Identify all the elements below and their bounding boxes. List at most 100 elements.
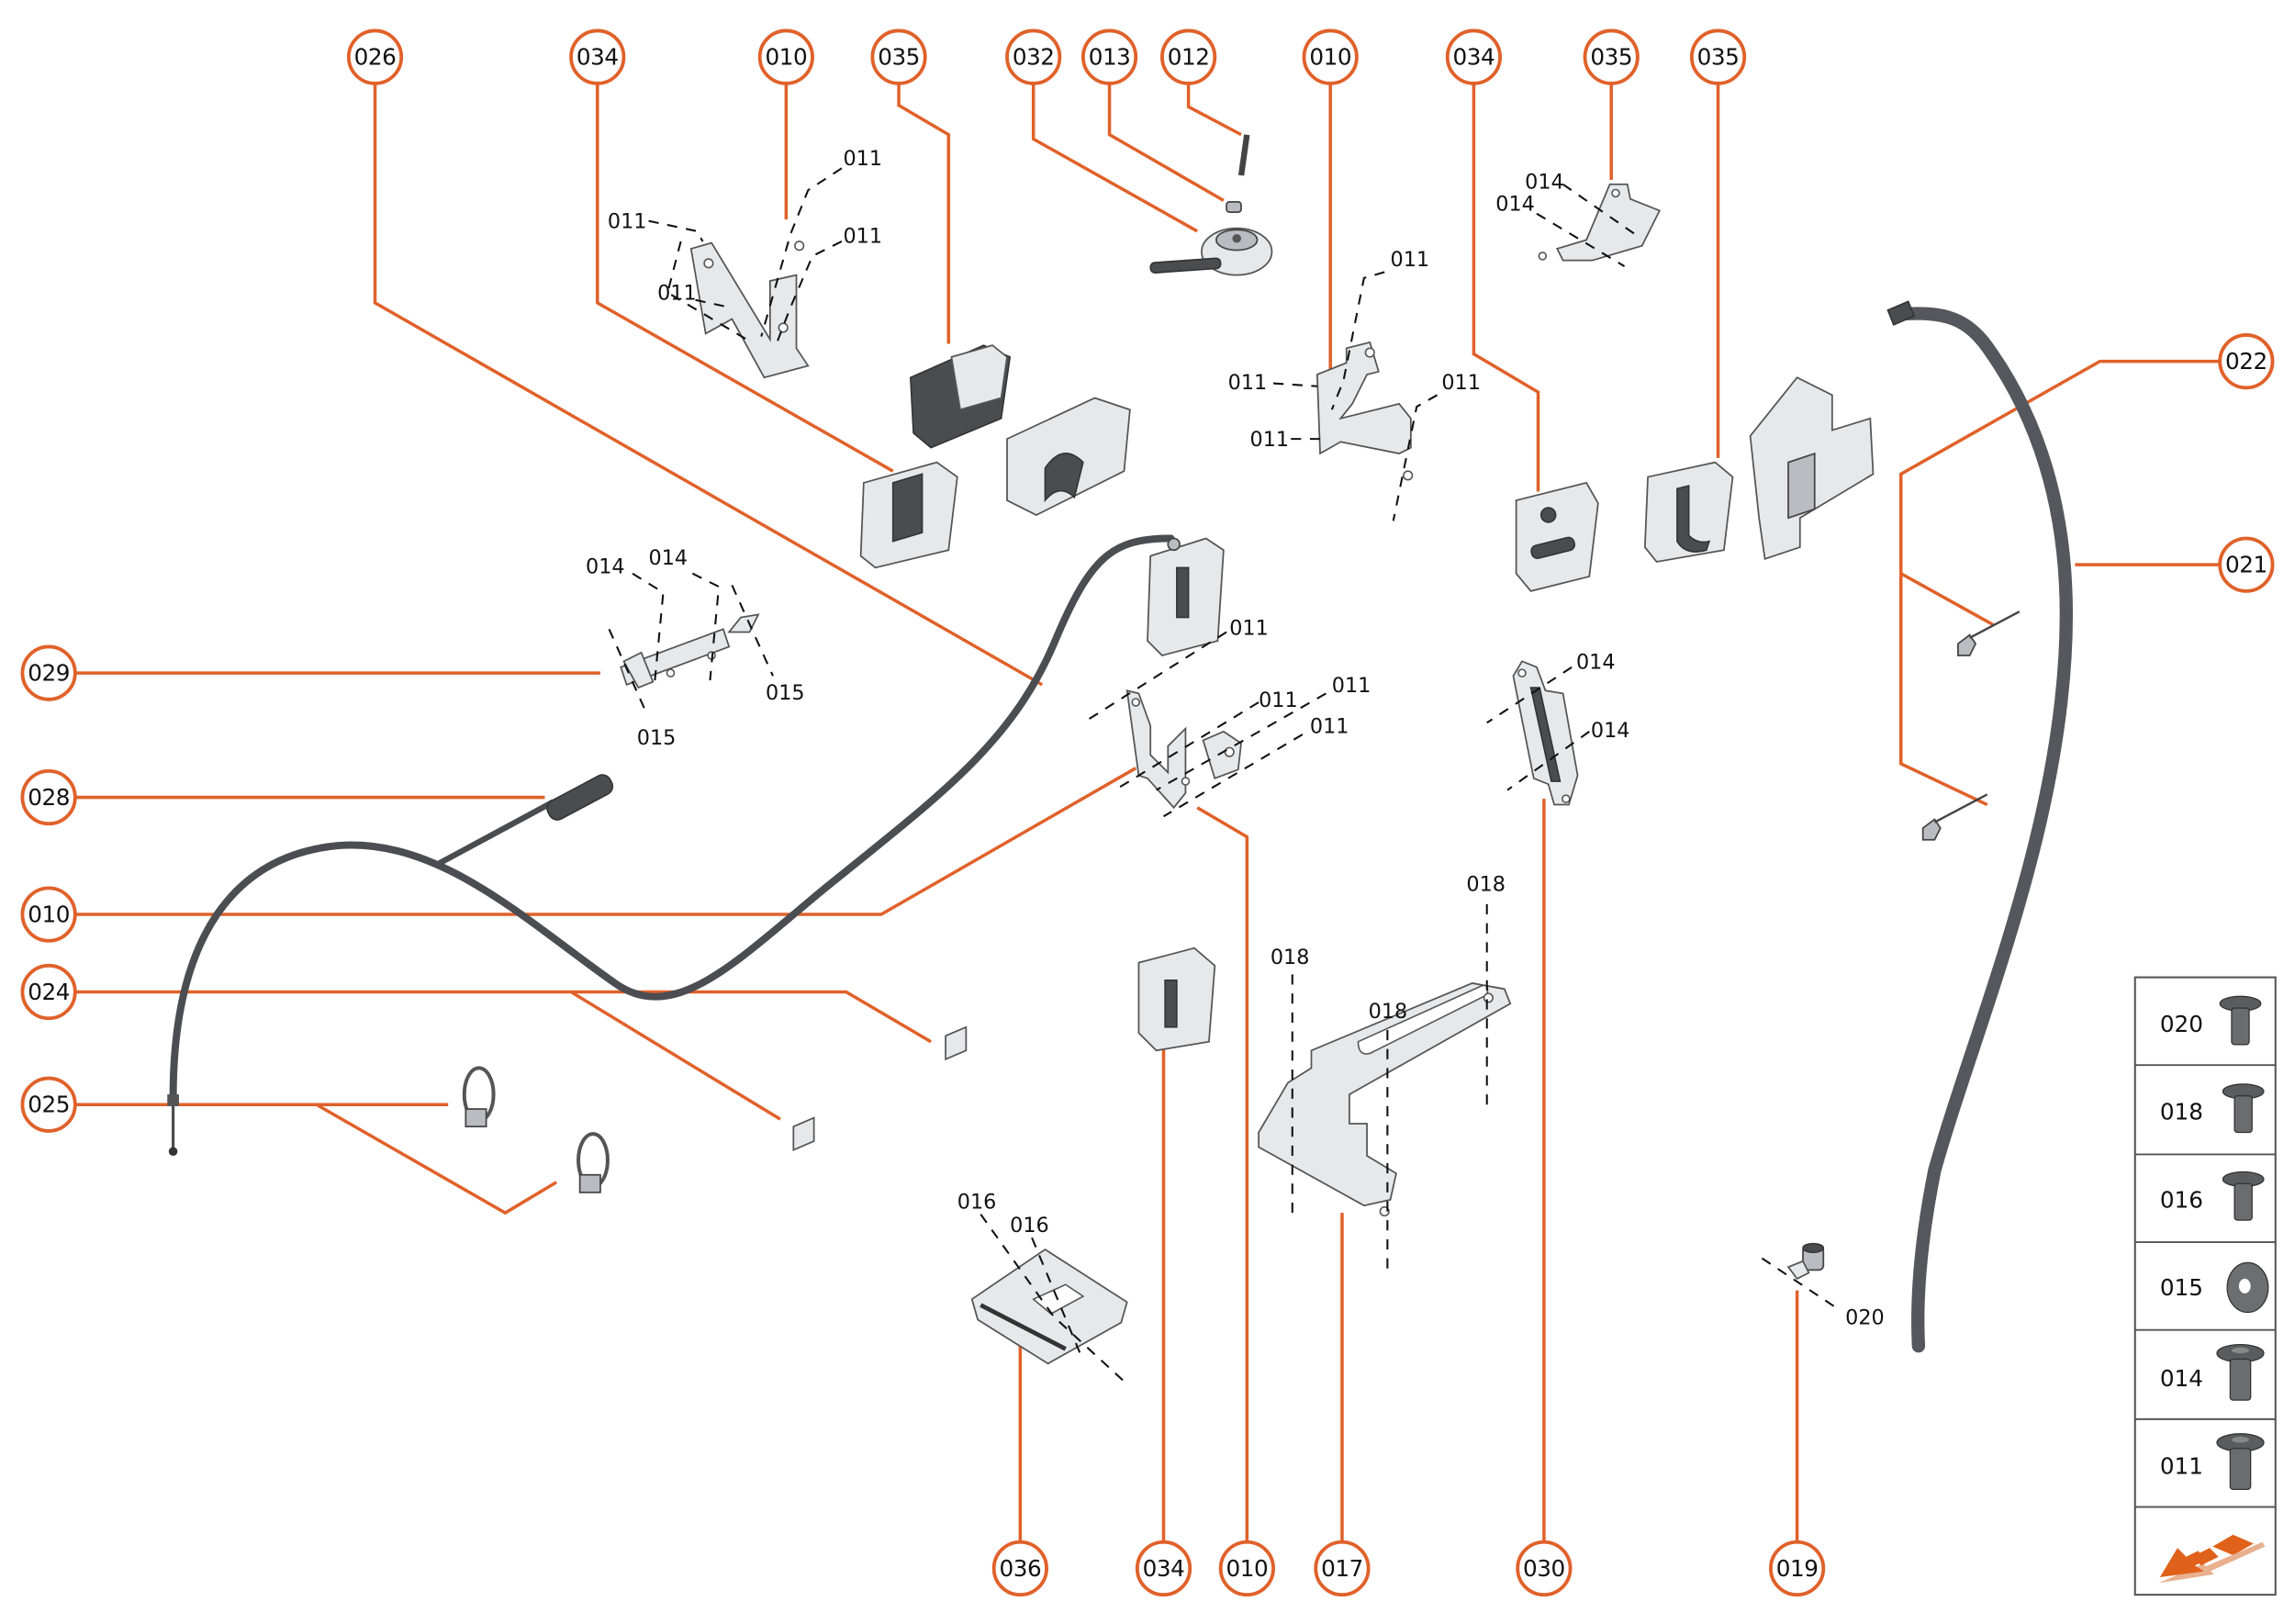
svg-text:034: 034: [1143, 1555, 1185, 1582]
svg-text:016: 016: [2160, 1186, 2203, 1213]
flange-screw-icon: [2222, 1083, 2265, 1134]
callout-013[interactable]: 013: [1080, 28, 1138, 85]
latch-housing-034-top-left: [859, 461, 958, 569]
svg-text:024: 024: [28, 979, 70, 1005]
callout-034[interactable]: 034: [1445, 28, 1502, 85]
fastener-labels: 011 011 011 011 011 011 011 011 014 014 …: [586, 147, 1885, 1329]
leader-034-top-right: [1472, 83, 1540, 492]
callout-010[interactable]: 010: [20, 886, 77, 943]
cables: [167, 300, 2074, 1353]
svg-text:029: 029: [28, 660, 70, 687]
legend-item-018: 018: [2160, 1083, 2265, 1134]
callout-010[interactable]: 010: [1218, 1540, 1275, 1597]
legend-item-016: 016: [2160, 1170, 2265, 1221]
callout-029[interactable]: 029: [20, 644, 77, 701]
washer-icon: [2226, 1261, 2269, 1314]
callout-035[interactable]: 035: [1689, 28, 1747, 85]
svg-text:028: 028: [28, 784, 70, 811]
leader-024: [76, 990, 933, 1044]
callout-035[interactable]: 035: [1583, 28, 1640, 85]
ref-014: 014: [586, 555, 625, 579]
svg-text:032: 032: [1013, 44, 1055, 71]
cable-end-rod: [438, 799, 555, 867]
callout-022[interactable]: 022: [2218, 333, 2275, 390]
cable-tie-025-a: [462, 1066, 496, 1128]
ref-020: 020: [1845, 1305, 1885, 1329]
svg-text:015: 015: [2160, 1274, 2203, 1301]
ref-014: 014: [1495, 192, 1535, 216]
ref-016: 016: [957, 1190, 997, 1214]
clip-022-lower: [1921, 793, 1988, 841]
direction-arrow-icon: [2158, 1534, 2266, 1584]
callout-025[interactable]: 025: [20, 1076, 77, 1133]
ref-011: 011: [844, 147, 883, 171]
ref-011: 011: [657, 282, 697, 306]
leader-022: [1898, 359, 2219, 807]
pad-024-a: [945, 1025, 968, 1061]
svg-text:035: 035: [1697, 44, 1740, 71]
bracket-035-top-right: [1538, 183, 1662, 262]
callout-034[interactable]: 034: [569, 28, 626, 85]
hose-end-fitting: [1886, 300, 1916, 326]
callout-024[interactable]: 024: [20, 963, 77, 1021]
hex-socket-screw-icon: [2216, 1343, 2265, 1401]
callout-010[interactable]: 010: [757, 28, 814, 85]
latch-034-bottom: [1137, 946, 1216, 1052]
leader-013: [1107, 83, 1225, 202]
svg-text:019: 019: [1776, 1555, 1819, 1582]
callout-028[interactable]: 028: [20, 768, 77, 826]
ref-011: 011: [1332, 674, 1371, 698]
leader-lines: [76, 83, 2219, 1541]
callouts-left: 029 028 010 024 025: [20, 644, 77, 1133]
leader-010-left: [76, 767, 1137, 916]
cover-035-top-right: [1749, 376, 1875, 560]
svg-text:026: 026: [354, 44, 397, 71]
svg-text:012: 012: [1168, 44, 1210, 71]
flange-screw-icon: [2222, 1170, 2265, 1221]
callouts-right: 022 021: [2218, 333, 2275, 593]
ref-015: 015: [637, 726, 677, 750]
cable-end-ball: [168, 1147, 178, 1157]
callout-034[interactable]: 034: [1135, 1540, 1192, 1597]
callouts-bottom: 036 034 010 017 030 019: [991, 1540, 1826, 1597]
ref-011: 011: [844, 225, 883, 249]
clip-022-upper: [1957, 610, 2021, 656]
callout-036[interactable]: 036: [991, 1540, 1048, 1597]
svg-text:035: 035: [878, 44, 920, 71]
callout-012[interactable]: 012: [1160, 28, 1217, 85]
bracket-010-top-center: [1315, 341, 1414, 481]
callout-030[interactable]: 030: [1516, 1540, 1573, 1597]
svg-text:010: 010: [1226, 1555, 1269, 1582]
callout-032[interactable]: 032: [1005, 28, 1062, 85]
bowden-cable: [169, 534, 1175, 1102]
callout-017[interactable]: 017: [1314, 1540, 1371, 1597]
svg-text:011: 011: [2160, 1452, 2203, 1479]
ref-014: 014: [1576, 650, 1616, 674]
svg-text:030: 030: [1523, 1555, 1565, 1582]
svg-text:035: 035: [1590, 44, 1632, 71]
cable-grip-handle: [546, 774, 614, 821]
callout-019[interactable]: 019: [1769, 1540, 1826, 1597]
ref-018: 018: [1466, 873, 1506, 897]
callout-035[interactable]: 035: [870, 28, 927, 85]
callout-021[interactable]: 021: [2218, 536, 2275, 593]
svg-text:034: 034: [1453, 44, 1495, 71]
pad-024-b: [792, 1116, 815, 1151]
callout-026[interactable]: 026: [346, 28, 404, 85]
svg-text:020: 020: [2160, 1011, 2203, 1037]
bracket-030: [1512, 660, 1579, 806]
fastener-legend: 020 018 016 015 014: [2133, 976, 2277, 1596]
actuator-032: [1149, 227, 1273, 276]
callout-010[interactable]: 010: [1302, 28, 1359, 85]
ref-011: 011: [1391, 248, 1430, 272]
screw-012: [1237, 134, 1250, 176]
leader-010-bottom: [1196, 806, 1249, 1541]
svg-text:014: 014: [2160, 1365, 2203, 1392]
parts: [462, 134, 2021, 1365]
cap-013: [1226, 201, 1242, 213]
ref-011: 011: [1250, 428, 1290, 452]
cable-end-ferrule: [167, 1094, 179, 1106]
leader-035-top-left: [897, 83, 951, 344]
ref-011: 011: [1259, 689, 1298, 712]
svg-text:025: 025: [28, 1092, 70, 1118]
